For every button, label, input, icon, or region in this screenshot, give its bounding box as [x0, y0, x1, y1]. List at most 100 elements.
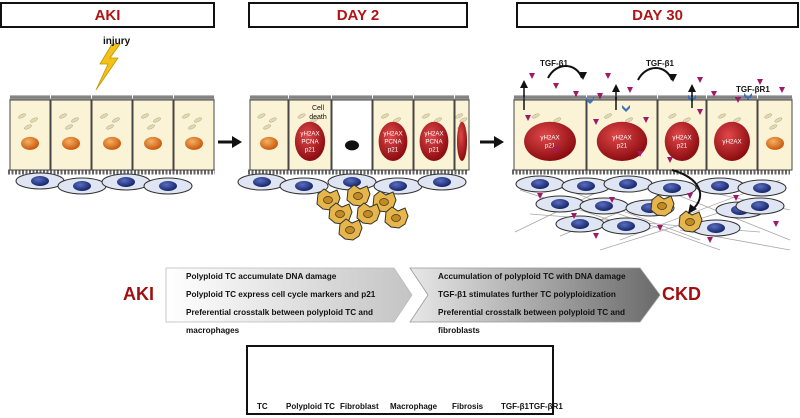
fibroblast — [237, 173, 287, 191]
arrowhead-icon — [669, 74, 677, 82]
ckd-findings-list: Accumulation of polyploid TC with DNA da… — [438, 268, 653, 340]
polyploid-nucleus — [596, 121, 648, 161]
curved-arrow-icon — [637, 67, 673, 81]
tgf-b1-molecule — [773, 221, 779, 227]
tubular-cell — [91, 95, 133, 171]
tc-nucleus — [144, 136, 162, 150]
macrophage — [346, 184, 371, 207]
band-arrow-right — [409, 267, 661, 323]
polyploid-nucleus — [714, 121, 750, 161]
tgf-b1-molecule — [627, 87, 633, 93]
tgf-b1-molecule — [573, 91, 579, 97]
tgf-b1-molecule — [605, 73, 611, 79]
tubular-cell — [9, 95, 51, 171]
fibroblast — [15, 172, 65, 190]
arrowhead-icon — [688, 204, 697, 214]
tgf-br1-label: TGF-βR1 — [736, 85, 770, 94]
tgf-b1-molecule — [733, 195, 739, 201]
macrophage — [384, 206, 409, 229]
fibroblast — [737, 179, 787, 197]
injury-label: injury — [103, 36, 131, 47]
aki-finding: Preferential crosstalk between polyploid… — [186, 308, 373, 335]
tubular-cells-aki — [9, 95, 215, 171]
fibroblast — [101, 173, 151, 191]
macrophage — [678, 210, 703, 233]
polyploid-nucleus — [524, 121, 576, 161]
fibroblast — [601, 217, 651, 235]
lightning-icon — [95, 43, 121, 91]
fibroblasts-aki — [15, 172, 193, 195]
polyploid-nucleus — [419, 121, 449, 161]
tc-nucleus — [103, 136, 121, 150]
tgf-b1-molecule — [687, 193, 693, 199]
fibroblast — [57, 177, 107, 195]
ckd-finding: TGF-β1 stimulates further TC polyploidiz… — [438, 290, 616, 299]
fibroblast — [579, 197, 629, 215]
fibroblast — [143, 177, 193, 195]
polyploid-nucleus — [456, 121, 468, 161]
curved-arrow-icon — [547, 65, 583, 79]
legend-label-polyploid-tc: Polyploid TC — [286, 402, 335, 411]
ckd-finding: Accumulation of polyploid TC with DNA da… — [438, 272, 626, 281]
tgf-b1-molecule — [711, 91, 717, 97]
tgf-b1-molecule — [593, 233, 599, 239]
tgf-b1-label: TGF-β1 — [646, 59, 675, 68]
legend — [246, 345, 554, 415]
header-day30: DAY 30 — [516, 2, 799, 28]
tgf-b1-molecule — [553, 83, 559, 89]
fibroblast — [603, 175, 653, 193]
tubular-cell — [249, 95, 289, 171]
tc-nucleus — [766, 136, 784, 150]
tc-nucleus — [260, 136, 278, 150]
legend-label-tgf-b1: TGF-β1 — [501, 402, 529, 411]
tgf-b1-label: TGF-β1 — [540, 59, 569, 68]
tubular-cell — [50, 95, 92, 171]
ckd-label: CKD — [662, 284, 701, 304]
band-arrow-left — [165, 267, 413, 323]
macrophage — [650, 194, 675, 217]
tc-nucleus — [21, 136, 39, 150]
tubular-cell — [132, 95, 174, 171]
polyploid-nucleus — [294, 121, 326, 161]
tc-nucleus — [62, 136, 80, 150]
aki-findings-list: Polyploid TC accumulate DNA damage Polyp… — [186, 268, 406, 340]
fibroblast — [561, 177, 611, 195]
fibroblasts-day30 — [515, 175, 787, 237]
legend-label-fibrosis: Fibrosis — [452, 402, 484, 411]
fibroblast — [555, 215, 605, 233]
aki-finding: Polyploid TC express cell cycle markers … — [186, 290, 376, 299]
tc-nucleus — [185, 136, 203, 150]
fibroblast — [695, 177, 745, 195]
tgf-b1-molecule — [779, 87, 785, 93]
tgf-b1-molecule — [697, 77, 703, 83]
legend-label-fibroblast: Fibroblast — [340, 402, 379, 411]
fibroblast — [417, 173, 467, 191]
curved-arrow-icon — [671, 169, 702, 211]
legend-label-tc: TC — [257, 402, 268, 411]
legend-label-macrophage: Macrophage — [390, 402, 438, 411]
aki-label: AKI — [123, 284, 154, 304]
fibroblast — [515, 175, 565, 193]
fibroblast — [735, 197, 785, 215]
macrophage — [356, 202, 381, 225]
polyploid-tubular-cell: γH2AX — [706, 95, 758, 171]
fibroblast — [535, 195, 585, 213]
tgf-b1-molecule — [707, 237, 713, 243]
tgf-b1-molecule — [529, 73, 535, 79]
ckd-finding: Preferential crosstalk between polyploid… — [438, 308, 625, 335]
